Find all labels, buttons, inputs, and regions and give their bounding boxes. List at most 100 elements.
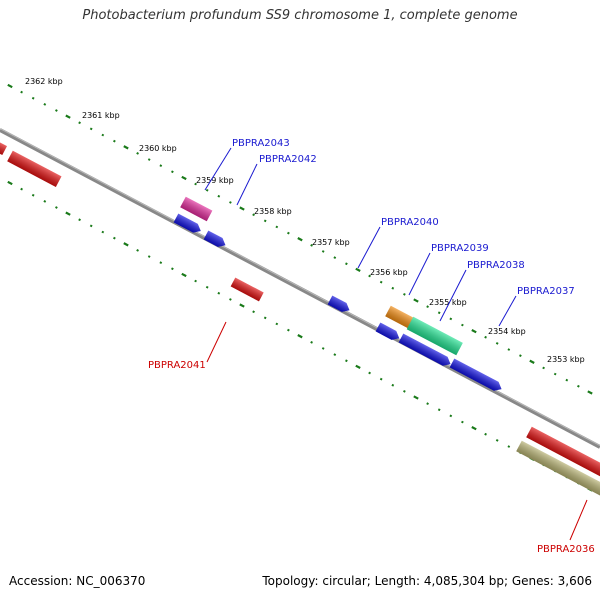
minor-tick: [310, 341, 313, 344]
green-feature[interactable]: [406, 316, 463, 356]
minor-tick: [484, 335, 487, 339]
minor-tick: [553, 372, 557, 376]
minor-tick: [55, 206, 58, 209]
gene-label-pbpra2041[interactable]: PBPRA2041: [148, 360, 206, 371]
leader-line: [439, 269, 467, 322]
minor-tick: [113, 139, 116, 143]
minor-tick: [101, 230, 105, 234]
major-tick: [181, 175, 187, 181]
gene-label-pbpra2037[interactable]: PBPRA2037: [517, 286, 575, 297]
minor-tick: [43, 200, 47, 203]
minor-tick: [78, 121, 81, 125]
minor-tick: [287, 231, 290, 235]
scale-label: 2357 kbp: [312, 238, 350, 247]
scale-label: 2358 kbp: [254, 207, 292, 216]
leader-line: [206, 321, 227, 363]
blue-feature-5[interactable]: [398, 333, 453, 369]
gene-label-pbpra2042[interactable]: PBPRA2042: [259, 154, 317, 165]
major-tick: [413, 395, 419, 400]
gene-label-pbpra2040[interactable]: PBPRA2040: [381, 217, 439, 228]
minor-tick: [449, 414, 453, 418]
minor-tick: [136, 152, 139, 155]
leader-line: [498, 295, 517, 327]
leader-line: [236, 163, 258, 206]
genome-backbone-highlight: [0, 128, 600, 447]
blue-feature-3[interactable]: [327, 295, 352, 315]
olive-feature-right[interactable]: [516, 440, 600, 498]
minor-tick: [345, 262, 348, 266]
scale-labels: 2362 kbp 2361 kbp 2360 kbp 2359 kbp 2358…: [25, 77, 585, 364]
major-tick: [529, 359, 535, 364]
minor-tick: [461, 420, 464, 424]
minor-tick: [171, 170, 174, 174]
pink-feature[interactable]: [180, 196, 213, 222]
blue-feature-4[interactable]: [375, 322, 402, 343]
red-feature-left[interactable]: [7, 150, 62, 187]
minor-tick: [275, 322, 279, 326]
minor-tick: [252, 310, 255, 314]
minor-tick: [101, 133, 105, 137]
minor-tick: [89, 127, 93, 131]
minor-tick: [287, 328, 290, 332]
gene-label-pbpra2038[interactable]: PBPRA2038: [467, 260, 525, 271]
minor-tick: [495, 342, 499, 345]
minor-tick: [263, 316, 267, 320]
minor-tick: [495, 439, 499, 442]
accession-text: Accession: NC_006370: [9, 574, 146, 588]
gene-label-pbpra2043[interactable]: PBPRA2043: [232, 138, 290, 149]
minor-tick: [321, 347, 325, 350]
minor-tick: [437, 408, 441, 412]
major-tick: [7, 83, 13, 89]
scale-ticks-lower: [7, 180, 593, 492]
major-tick: [297, 334, 303, 339]
minor-tick: [147, 158, 151, 161]
minor-tick: [368, 371, 371, 375]
orange-feature[interactable]: [385, 305, 414, 329]
minor-tick: [171, 267, 174, 271]
minor-tick: [43, 103, 47, 106]
minor-tick: [484, 432, 487, 436]
minor-tick: [194, 182, 197, 186]
genome-backbone: [0, 128, 600, 449]
leader-line: [204, 147, 232, 191]
label-leaders: [204, 147, 588, 541]
minor-tick: [391, 286, 395, 290]
scale-ticks-upper: [7, 83, 593, 395]
minor-tick: [403, 293, 406, 296]
minor-tick: [89, 224, 93, 228]
major-tick: [239, 206, 245, 211]
minor-tick: [263, 219, 267, 223]
minor-tick: [449, 317, 453, 321]
major-tick: [413, 298, 419, 303]
gene-labels: PBPRA2043 PBPRA2042 PBPRA2040 PBPRA2039 …: [148, 138, 595, 555]
minor-tick: [194, 279, 197, 283]
major-tick: [7, 180, 13, 186]
minor-tick: [321, 250, 325, 253]
scale-label: 2360 kbp: [139, 144, 177, 153]
blue-feature-1[interactable]: [173, 213, 203, 236]
minor-tick: [437, 311, 441, 315]
scale-label: 2359 kbp: [196, 176, 234, 185]
genome-summary-text: Topology: circular; Length: 4,085,304 bp…: [262, 574, 592, 588]
red-feature-mid[interactable]: [230, 277, 264, 302]
blue-feature-2[interactable]: [203, 230, 228, 250]
major-tick: [65, 211, 71, 216]
minor-tick: [461, 323, 464, 327]
minor-tick: [159, 261, 163, 264]
major-tick: [123, 242, 129, 247]
minor-tick: [542, 366, 545, 370]
minor-tick: [507, 445, 511, 448]
minor-tick: [565, 378, 569, 382]
minor-tick: [229, 201, 232, 204]
minor-tick: [159, 164, 163, 167]
gene-label-pbpra2036[interactable]: PBPRA2036: [537, 544, 595, 555]
red-feature-right[interactable]: [526, 426, 600, 480]
gene-label-pbpra2039[interactable]: PBPRA2039: [431, 243, 489, 254]
blue-feature-6[interactable]: [449, 358, 504, 394]
major-tick: [587, 390, 593, 395]
minor-tick: [310, 244, 313, 247]
leader-line: [357, 226, 381, 269]
red-feature-far-left[interactable]: [0, 140, 7, 156]
minor-tick: [31, 193, 35, 197]
minor-tick: [217, 291, 221, 295]
